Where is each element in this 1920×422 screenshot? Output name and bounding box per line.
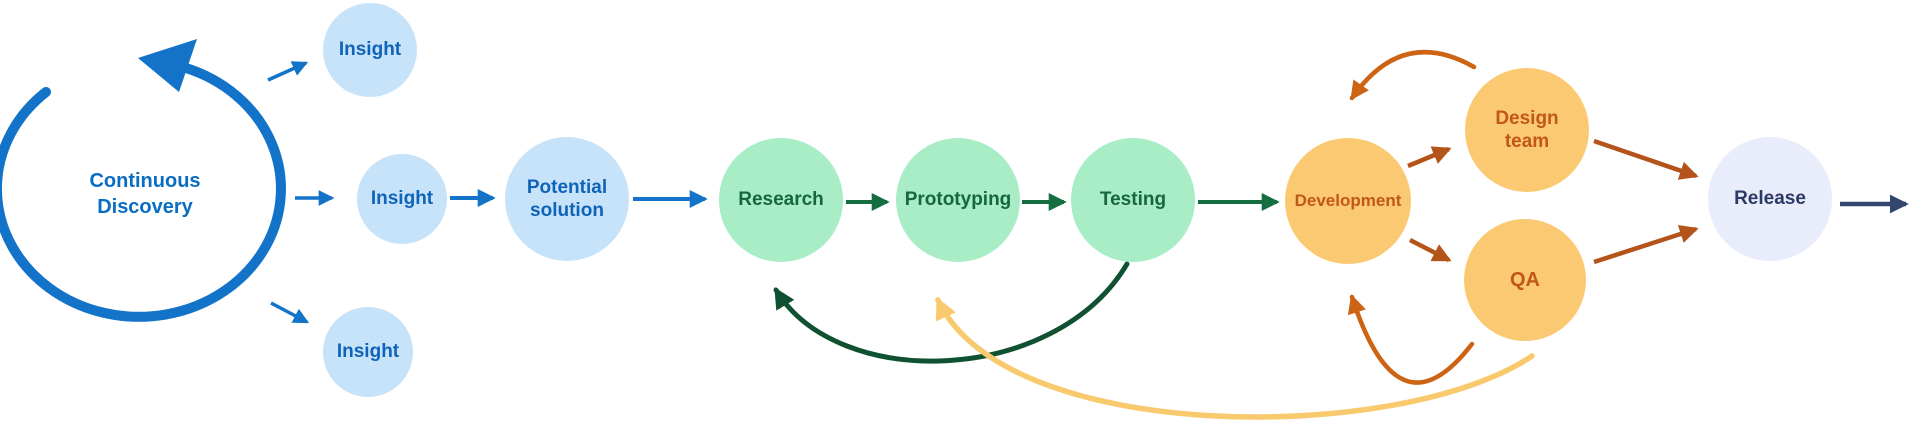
node-insight-top-label: Insight xyxy=(338,39,402,61)
node-research-label: Research xyxy=(738,189,824,211)
continuous-discovery-loop-arc xyxy=(0,63,286,322)
node-prototyping-label: Prototyping xyxy=(904,189,1012,211)
continuous-discovery-loop-arrowhead xyxy=(138,39,197,92)
node-release-label: Release xyxy=(1734,188,1806,210)
node-prototyping: Prototyping xyxy=(896,138,1020,262)
node-qa: QA xyxy=(1464,219,1586,341)
arrow-loop-to-insight-top xyxy=(267,61,309,82)
node-design-team-label: Design team xyxy=(1495,107,1559,152)
node-qa-label: QA xyxy=(1510,268,1540,291)
arrow-loop-to-insight-bottom xyxy=(270,301,310,324)
node-insight-top: Insight xyxy=(323,3,417,97)
node-insight-middle-label: Insight xyxy=(370,188,434,210)
node-continuous-discovery: Continuous Discovery xyxy=(89,170,201,218)
node-release: Release xyxy=(1708,137,1832,261)
node-insight-bottom: Insight xyxy=(323,307,413,397)
node-research: Research xyxy=(719,138,843,262)
node-potential-solution-label: Potential solution xyxy=(526,176,608,221)
arc-qa-to-prototyping-feedback xyxy=(935,297,1535,420)
node-insight-middle: Insight xyxy=(357,154,447,244)
node-testing: Testing xyxy=(1071,138,1195,262)
arc-qa-to-development xyxy=(1347,294,1475,385)
node-testing-label: Testing xyxy=(1099,189,1167,211)
node-insight-bottom-label: Insight xyxy=(336,341,400,363)
arrow-development-to-design-team xyxy=(1407,146,1452,169)
node-potential-solution: Potential solution xyxy=(505,137,629,261)
arrow-design-team-to-release xyxy=(1593,138,1699,180)
arrow-development-to-qa xyxy=(1408,237,1452,263)
node-development: Development xyxy=(1285,138,1411,264)
node-design-team: Design team xyxy=(1465,68,1589,192)
arc-design-team-to-development xyxy=(1349,49,1477,101)
arrow-qa-to-release xyxy=(1593,224,1699,265)
arc-testing-to-research-feedback xyxy=(773,261,1130,364)
node-development-label: Development xyxy=(1294,190,1402,210)
